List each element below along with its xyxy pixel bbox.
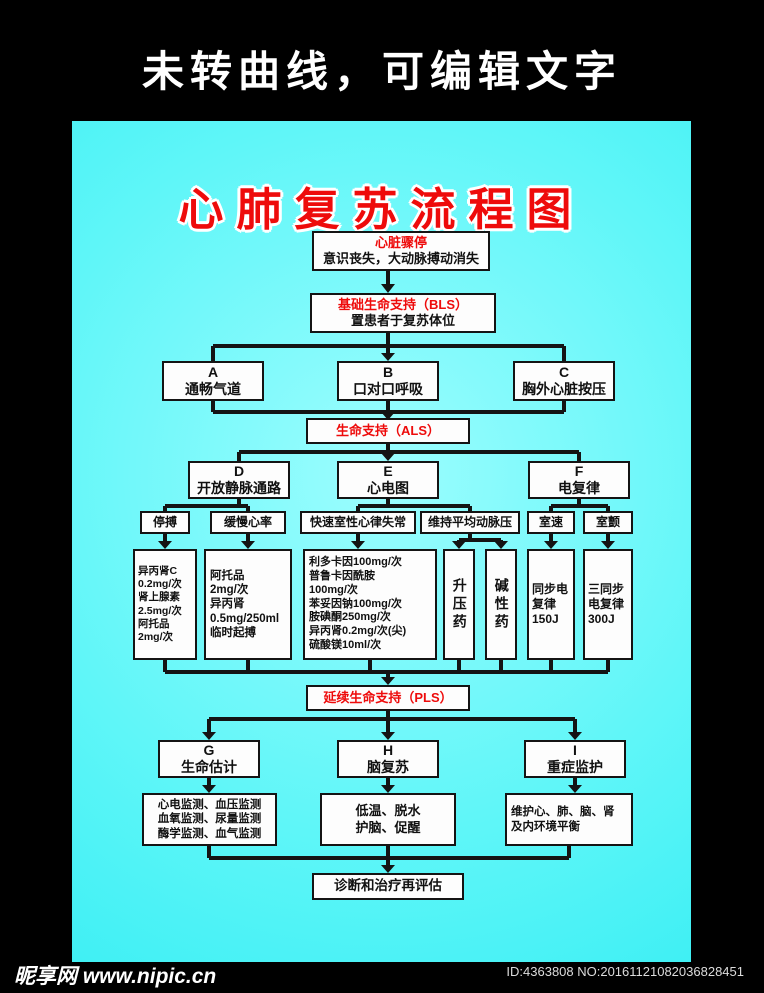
node-i-intensive-care: I 重症监护 <box>524 740 626 778</box>
node-c-compression: C 胸外心脏按压 <box>513 361 615 401</box>
poster-title: 心肺复苏流程图 <box>178 184 585 235</box>
node-d-label: 开放静脉通路 <box>197 480 281 496</box>
node-h-label: 脑复苏 <box>367 759 409 775</box>
condition-maintain-map: 维持平均动脉压 <box>420 511 520 534</box>
outcome-monitoring: 心电监测、血压监测血氧监测、尿量监测酶学监测、血气监测 <box>142 793 277 846</box>
node-i-label: 重症监护 <box>547 759 603 775</box>
node-c-letter: C <box>558 363 570 380</box>
node-cardiac-arrest-subtitle: 意识丧失，大动脉搏动消失 <box>322 251 479 266</box>
node-f-label: 电复律 <box>558 480 600 496</box>
node-d-iv-access: D 开放静脉通路 <box>188 461 290 499</box>
treatment-vasopressor: 升压药 <box>443 549 475 660</box>
node-b-label: 口对口呼吸 <box>353 381 423 397</box>
watermark-site-name: 昵享网 <box>14 965 77 988</box>
node-e-ecg: E 心电图 <box>337 461 439 499</box>
treatment-alkaline: 碱性药 <box>485 549 517 660</box>
editable-note-text: 未转曲线，可编辑文字 <box>141 48 622 95</box>
node-c-label: 胸外心脏按压 <box>522 381 606 397</box>
condition-rapid-vt: 快速室性心律失常 <box>300 511 416 534</box>
node-bls: 基础生命支持（BLS） 置患者于复苏体位 <box>310 293 496 333</box>
node-pls: 延续生命支持（PLS） <box>306 685 470 711</box>
node-e-label: 心电图 <box>367 480 409 496</box>
node-e-letter: E <box>383 462 393 479</box>
node-h-brain-resuscitation: H 脑复苏 <box>337 740 439 778</box>
node-bls-title: 基础生命支持（BLS） <box>337 296 468 312</box>
node-pls-title: 延续生命支持（PLS） <box>323 689 453 705</box>
condition-bradycardia: 缓慢心率 <box>210 511 286 534</box>
node-b-breathing: B 口对口呼吸 <box>337 361 439 401</box>
condition-asystole: 停搏 <box>140 511 190 534</box>
node-g-label: 生命估计 <box>181 759 237 775</box>
node-bls-subtitle: 置患者于复苏体位 <box>350 313 455 328</box>
image-id-text: ID:4363808 NO:20161121082036828451 <box>506 964 744 979</box>
watermark-text: 昵享网 www.nipic.cn <box>14 960 216 990</box>
condition-vt: 室速 <box>527 511 575 534</box>
node-f-letter: F <box>574 462 584 479</box>
node-i-letter: I <box>573 741 577 758</box>
outcome-brain-protection: 低温、脱水护脑、促醒 <box>320 793 456 846</box>
node-g-gauging: G 生命估计 <box>158 740 260 778</box>
node-b-letter: B <box>382 363 394 380</box>
watermark-site-url: www.nipic.cn <box>82 965 217 988</box>
node-als-title: 生命支持（ALS） <box>335 422 440 438</box>
node-f-defibrillation: F 电复律 <box>528 461 630 499</box>
node-a-label: 通畅气道 <box>185 381 241 397</box>
node-h-letter: H <box>382 741 394 758</box>
node-als: 生命支持（ALS） <box>306 418 470 444</box>
cpr-poster: 心肺复苏流程图 <box>72 121 691 962</box>
node-cardiac-arrest-title: 心脏骤停 <box>374 234 427 250</box>
node-cardiac-arrest: 心脏骤停 意识丧失，大动脉搏动消失 <box>312 231 490 271</box>
node-g-letter: G <box>203 741 215 758</box>
node-d-letter: D <box>233 462 245 479</box>
outcome-icu-balance: 维护心、肺、脑、肾及内环境平衡 <box>505 793 633 846</box>
condition-vf: 室颤 <box>583 511 633 534</box>
node-a-letter: A <box>207 363 219 380</box>
node-final-reassessment: 诊断和治疗再评估 <box>312 873 464 900</box>
node-a-airway: A 通畅气道 <box>162 361 264 401</box>
flowchart-connector-lines <box>158 271 615 873</box>
